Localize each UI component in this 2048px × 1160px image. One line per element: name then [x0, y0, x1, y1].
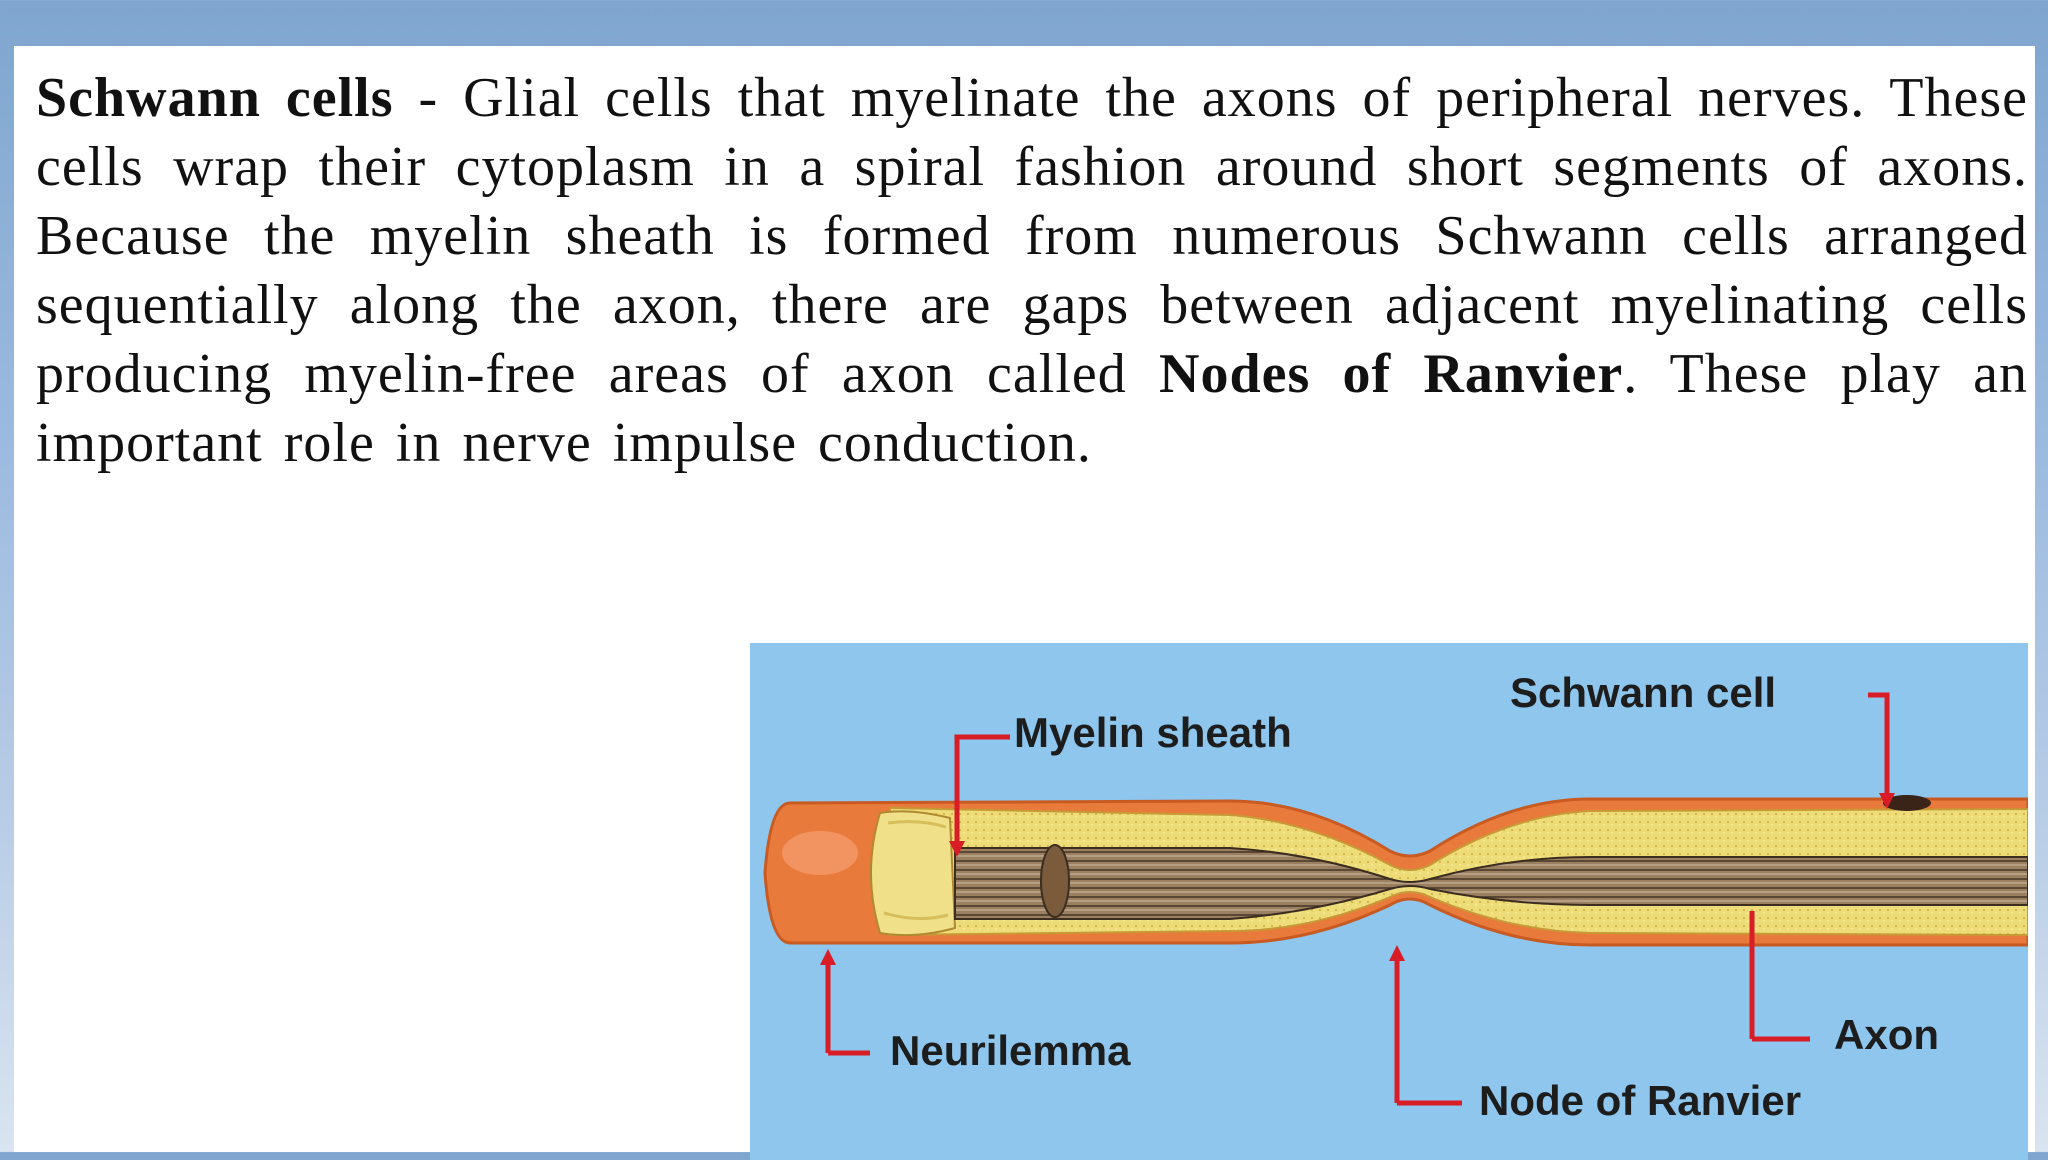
- axon-core: [954, 847, 2028, 920]
- term-schwann-cells: Schwann cells: [36, 67, 394, 129]
- paragraph-text-1: - Glial cells that myelinate the axons o…: [36, 67, 2029, 405]
- term-nodes-of-ranvier: Nodes of Ranvier: [1159, 343, 1624, 405]
- axon-illustration: [763, 692, 2028, 1106]
- axon-cut-end: [1040, 844, 1070, 918]
- label-axon: Axon: [1834, 1011, 1939, 1058]
- label-schwann-cell: Schwann cell: [1510, 669, 1777, 716]
- label-node-of-ranvier: Node of Ranvier: [1479, 1077, 1802, 1124]
- paragraph-text-2: . These play an important role in nerve …: [36, 343, 2029, 474]
- pointer-lines: [825, 692, 1890, 1106]
- myelin-cut-face: [870, 810, 957, 937]
- label-neurilemma: Neurilemma: [890, 1027, 1131, 1074]
- description-paragraph: Schwann cells - Glial cells that myelina…: [36, 64, 2028, 478]
- slide-panel: Schwann cells - Glial cells that myelina…: [14, 46, 2035, 1160]
- label-myelin-sheath: Myelin sheath: [1014, 709, 1292, 756]
- pointer-arrowheads: [820, 793, 1895, 965]
- schwann-cell-nucleus: [1883, 795, 1931, 811]
- myelinated-axon-diagram: Schwann cell Myelin sheath Neurilemma Ax…: [750, 643, 2028, 1160]
